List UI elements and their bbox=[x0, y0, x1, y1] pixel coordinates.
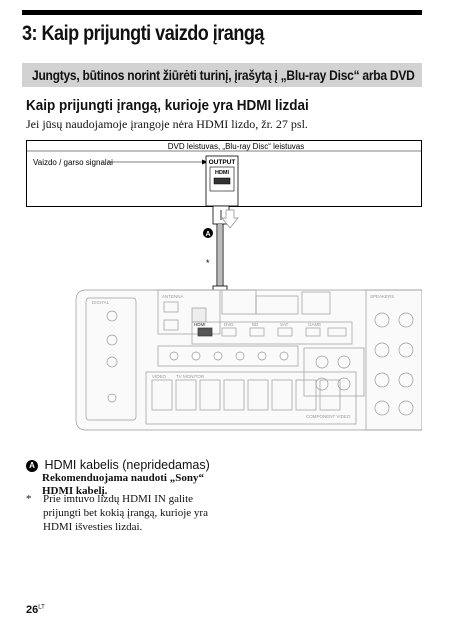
cable-marker bbox=[203, 228, 213, 238]
cable-callout: A HDMI kabelis (nepridedamas) Rekomenduo… bbox=[26, 456, 226, 497]
page-number: 26LT bbox=[26, 604, 45, 616]
receiver-label-speakers: SPEAKERS bbox=[370, 294, 394, 299]
footnote: * Prie imtuvo lizdų HDMI IN galite priju… bbox=[26, 492, 226, 534]
footnote-text: Prie imtuvo lizdų HDMI IN galite prijung… bbox=[43, 493, 208, 533]
receiver-label-sat: SAT bbox=[280, 322, 289, 327]
connection-diagram: DVD leistuvas, „Blu-ray Disc“ leistuvas … bbox=[26, 140, 422, 440]
page-number-suffix: LT bbox=[38, 604, 45, 611]
intro-text: Jei jūsų naudojamoje įrangoje nėra HDMI … bbox=[26, 117, 308, 131]
player-label: DVD leistuvas, „Blu-ray Disc“ leistuvas bbox=[168, 142, 304, 151]
callout-recommendation: Rekomenduojama naudoti „Sony“ HDMI kabel… bbox=[42, 472, 204, 497]
signal-label: Vaizdo / garso signalai bbox=[33, 158, 113, 167]
section-banner: Jungtys, būtinos norint žiūrėti turinį, … bbox=[22, 63, 422, 87]
hdmi-port bbox=[213, 177, 231, 185]
cable-marker-letter: A bbox=[205, 231, 210, 238]
receiver-label-dvd: DVD bbox=[224, 322, 234, 327]
receiver-label-hdmi: HDMI bbox=[194, 322, 206, 327]
callout-title: HDMI kabelis (nepridedamas) bbox=[44, 458, 210, 472]
page-number-value: 26 bbox=[26, 604, 39, 616]
receiver-label-bd: BD bbox=[252, 322, 259, 327]
insert-arrow bbox=[221, 209, 239, 229]
asterisk-mark: * bbox=[206, 258, 210, 268]
section-heading: Kaip prijungti įrangą, kurioje yra HDMI … bbox=[26, 97, 309, 114]
banner-text: Jungtys, būtinos norint žiūrėti turinį, … bbox=[32, 67, 415, 83]
callout-badge: A bbox=[26, 460, 38, 472]
top-rule bbox=[22, 10, 422, 15]
receiver-label-game: GAME bbox=[308, 322, 321, 327]
output-label: OUTPUT bbox=[209, 159, 236, 166]
receiver-label-component: COMPONENT VIDEO bbox=[306, 414, 351, 419]
receiver-label-digital: DIGITAL bbox=[92, 300, 110, 305]
receiver-label-tv-monitor: TV MONITOR bbox=[176, 374, 205, 379]
receiver-label-antenna: ANTENNA bbox=[162, 294, 184, 299]
signal-arrow-head bbox=[202, 159, 208, 165]
hdmi-port-label: HDMI bbox=[215, 170, 230, 176]
receiver-rear-panel bbox=[75, 289, 422, 431]
footnote-mark: * bbox=[26, 493, 32, 505]
receiver-label-video: VIDEO bbox=[152, 374, 167, 379]
page-title: 3: Kaip prijungti vaizdo įrangą bbox=[22, 22, 264, 45]
